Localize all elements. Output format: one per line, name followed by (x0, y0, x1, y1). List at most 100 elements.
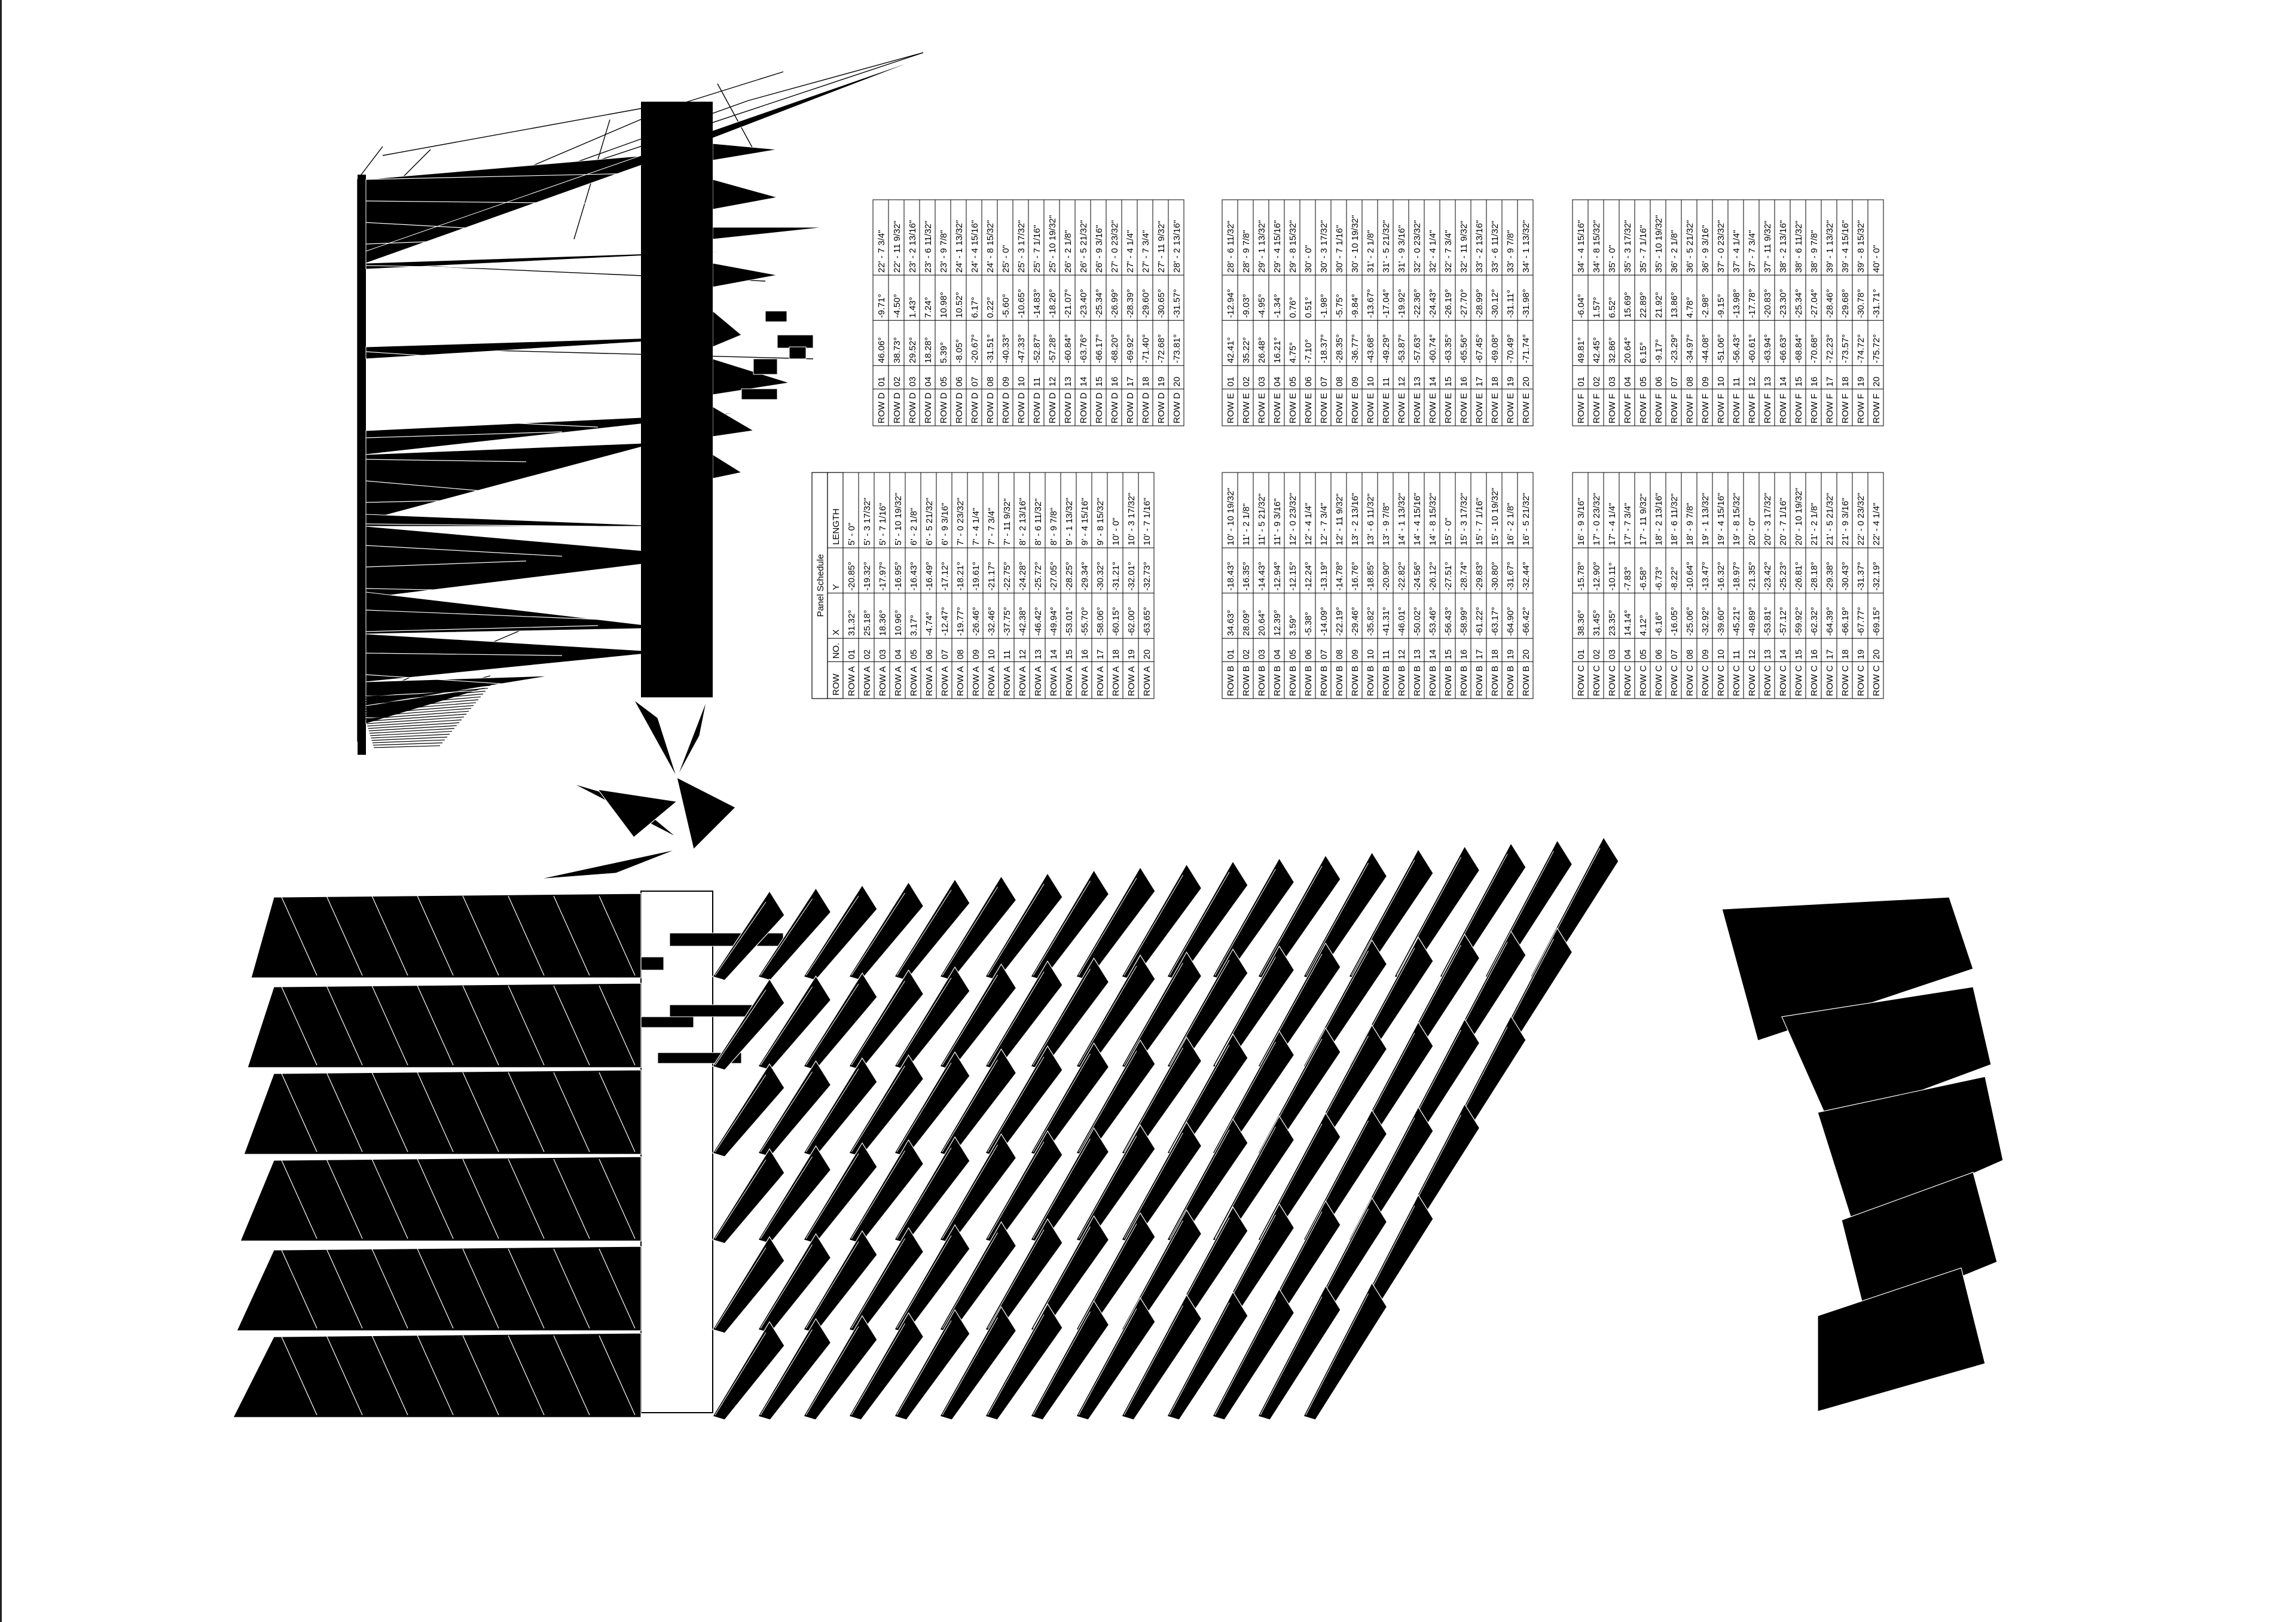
schedule-cell: -27.05° (1049, 562, 1059, 591)
schedule-cell: 16 (1809, 377, 1819, 387)
schedule-cell: ROW F (1716, 394, 1726, 423)
schedule-cell: -28.25° (1064, 562, 1074, 591)
schedule-cell: -10.11° (1607, 562, 1617, 590)
schedule-cell: 14 (1778, 377, 1788, 387)
schedule-cell: 11' - 2 1/8" (1241, 504, 1251, 545)
schedule-cell: ROW F (1654, 394, 1664, 423)
schedule-cell: -26.99° (1110, 289, 1120, 318)
elevation-fin-edge (1260, 1296, 1323, 1416)
fan-stack-line (364, 705, 474, 715)
fan-inner-line (365, 459, 527, 462)
schedule-cell: 19 (1856, 377, 1866, 387)
schedule-cell: ROW A (971, 666, 981, 696)
schedule-cell: ROW E (1257, 393, 1267, 423)
schedule-cell: 30' - 0" (1303, 245, 1314, 273)
elevation-left-divider (280, 1158, 317, 1239)
schedule-cell: -75.72° (1871, 334, 1882, 364)
schedule-cell: 12' - 0 23/32" (1288, 493, 1298, 545)
fan-tab (741, 388, 778, 400)
elevation-fin (1121, 1294, 1202, 1420)
schedule-cell: 26.48° (1257, 337, 1267, 364)
schedule-cell: ROW A (924, 666, 935, 696)
fan-stack-line (360, 691, 486, 703)
schedule-cell: -25.06° (1685, 607, 1695, 636)
elevation-fin-edge (1033, 1311, 1091, 1416)
schedule-cell: 15 (1794, 650, 1804, 660)
schedule-cell: -49.29° (1381, 334, 1391, 364)
schedule-cell: -71.40° (1141, 334, 1151, 364)
fan-inner-line (365, 351, 527, 363)
schedule-cell: ROW C (1840, 665, 1851, 696)
schedule-cell: -8.22° (1669, 566, 1680, 590)
schedule-cell: 11' - 9 3/16" (1272, 498, 1283, 545)
schedule-cell: -26.19° (1443, 289, 1454, 318)
schedule-cell: -72.68° (1156, 334, 1167, 364)
schedule-cell: 19' - 1 13/32" (1700, 493, 1711, 545)
schedule-cell: 13 (1763, 650, 1773, 660)
elevation-fin-edge (1169, 1044, 1230, 1153)
schedule-cell: -19.61° (971, 562, 981, 591)
elevation-fin (712, 1063, 785, 1157)
schedule-cell: 0.22° (985, 297, 996, 318)
schedule-cell: -34.97° (1685, 334, 1695, 364)
fan-tab (765, 310, 787, 322)
schedule-cell: -63.94° (1763, 334, 1773, 364)
fan-inner-line (365, 480, 491, 492)
schedule-cell: -16.35° (1241, 562, 1251, 591)
elevation-fin-edge (1214, 868, 1276, 976)
schedule-cell: -30.78° (1856, 289, 1866, 318)
schedule-cell: ROW B (1490, 666, 1500, 696)
elevation-fin-edge (1123, 962, 1183, 1066)
schedule-cell: 39' - 1 13/32" (1825, 220, 1835, 273)
elevation-end-fin (1817, 1076, 2004, 1227)
elevation-fin (758, 887, 832, 981)
schedule-cell: 13 (1763, 377, 1773, 387)
schedule-cell: 18 (1840, 650, 1851, 660)
schedule-cell: 16' - 9 3/16" (1576, 498, 1586, 545)
schedule-cell: 12' - 4 1/4" (1303, 502, 1314, 545)
elevation-left-divider (462, 1335, 499, 1416)
schedule-cell: -49.89° (1747, 607, 1757, 636)
fan-stack-line (369, 728, 455, 734)
schedule-cell: 12 (1747, 377, 1757, 387)
schedule-cell: 06 (924, 650, 935, 660)
schedule-cell: -60.74° (1428, 334, 1438, 364)
schedule-cell: 14 (1049, 650, 1059, 660)
schedule-cell: ROW F (1856, 394, 1866, 423)
schedule-cell: -40.33° (1001, 334, 1011, 364)
elevation-fin-edge (896, 1320, 952, 1416)
schedule-cell: 23.35° (1607, 610, 1617, 636)
fan-flange (712, 310, 742, 347)
schedule-cell: 19' - 4 15/16" (1716, 493, 1726, 545)
schedule-cell: -13.47° (1700, 562, 1711, 591)
central-column (640, 102, 713, 1413)
schedule-cell: 26' - 5 21/32" (1079, 220, 1089, 273)
fan-inner-line (365, 431, 563, 438)
fan-inner-line (365, 560, 527, 568)
schedule-cell: 5' - 7 1/16" (878, 502, 888, 545)
schedule-cell: 16 (1080, 650, 1090, 660)
schedule-cell: ROW D (939, 392, 949, 423)
elevation-left-divider (326, 1158, 363, 1239)
schedule-cell: 15 (1094, 377, 1104, 387)
schedule-cell: 5' - 3 17/32" (862, 498, 872, 545)
elevation-left-divider (553, 985, 590, 1066)
elevation-fin-edge (896, 889, 952, 976)
schedule-cell: ROW D (1172, 392, 1182, 423)
schedule-cell: ROW E (1226, 393, 1236, 423)
schedule-cell: 22' - 7 3/4" (877, 230, 887, 273)
schedule-cell: -14.09° (1319, 607, 1329, 636)
schedule-cell: 36' - 9 3/16" (1700, 225, 1711, 273)
schedule-cell: 02 (892, 377, 902, 387)
schedule-cell: 7' - 7 3/4" (987, 508, 997, 545)
schedule-cell: -69.92° (1125, 334, 1135, 364)
column-bottom-shaft (640, 891, 713, 1413)
schedule-cell: 30' - 10 19/32" (1350, 215, 1360, 273)
schedule-cell: 17 (1825, 377, 1835, 387)
schedule-cell: ROW A (940, 666, 950, 696)
fan-stack-line (365, 711, 469, 719)
schedule-cell: -51.06° (1716, 334, 1726, 364)
elevation-fin-edge (715, 989, 767, 1066)
elevation-left-divider (417, 1158, 454, 1239)
